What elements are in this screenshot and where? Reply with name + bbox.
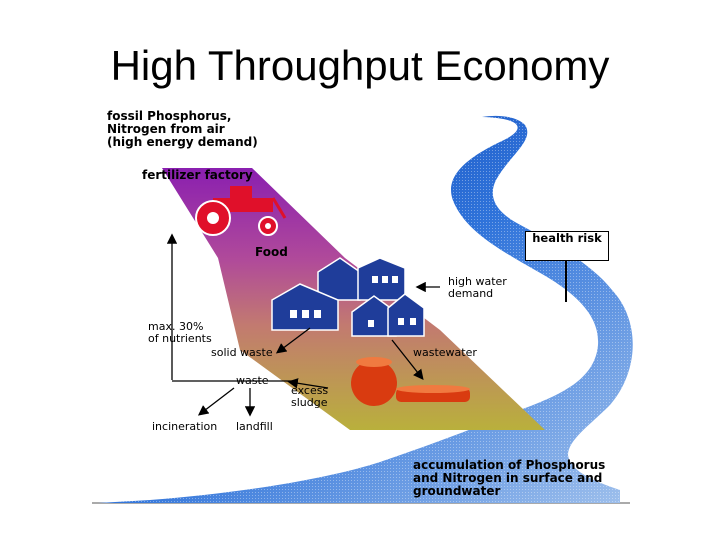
high-water-demand-label: high water demand [448,276,507,300]
incineration-arrow [200,388,234,414]
fossil-inputs-label: fossil Phosphorus, Nitrogen from air (hi… [107,110,258,149]
solid-waste-label: solid waste [211,347,273,359]
health-risk-box: health risk [525,231,609,261]
excess-sludge-label: excess sludge [291,385,328,409]
landfill-label: landfill [236,421,273,433]
treatment-basin-icon [396,385,470,402]
accumulation-label: accumulation of Phosphorus and Nitrogen … [413,459,605,498]
food-label: Food [255,246,288,259]
fertilizer-factory-label: fertilizer factory [142,169,253,182]
max-nutrients-label: max. 30% of nutrients [148,321,212,345]
incineration-label: incineration [152,421,217,433]
wastewater-label: wastewater [413,347,477,359]
waste-label: waste [236,375,269,387]
